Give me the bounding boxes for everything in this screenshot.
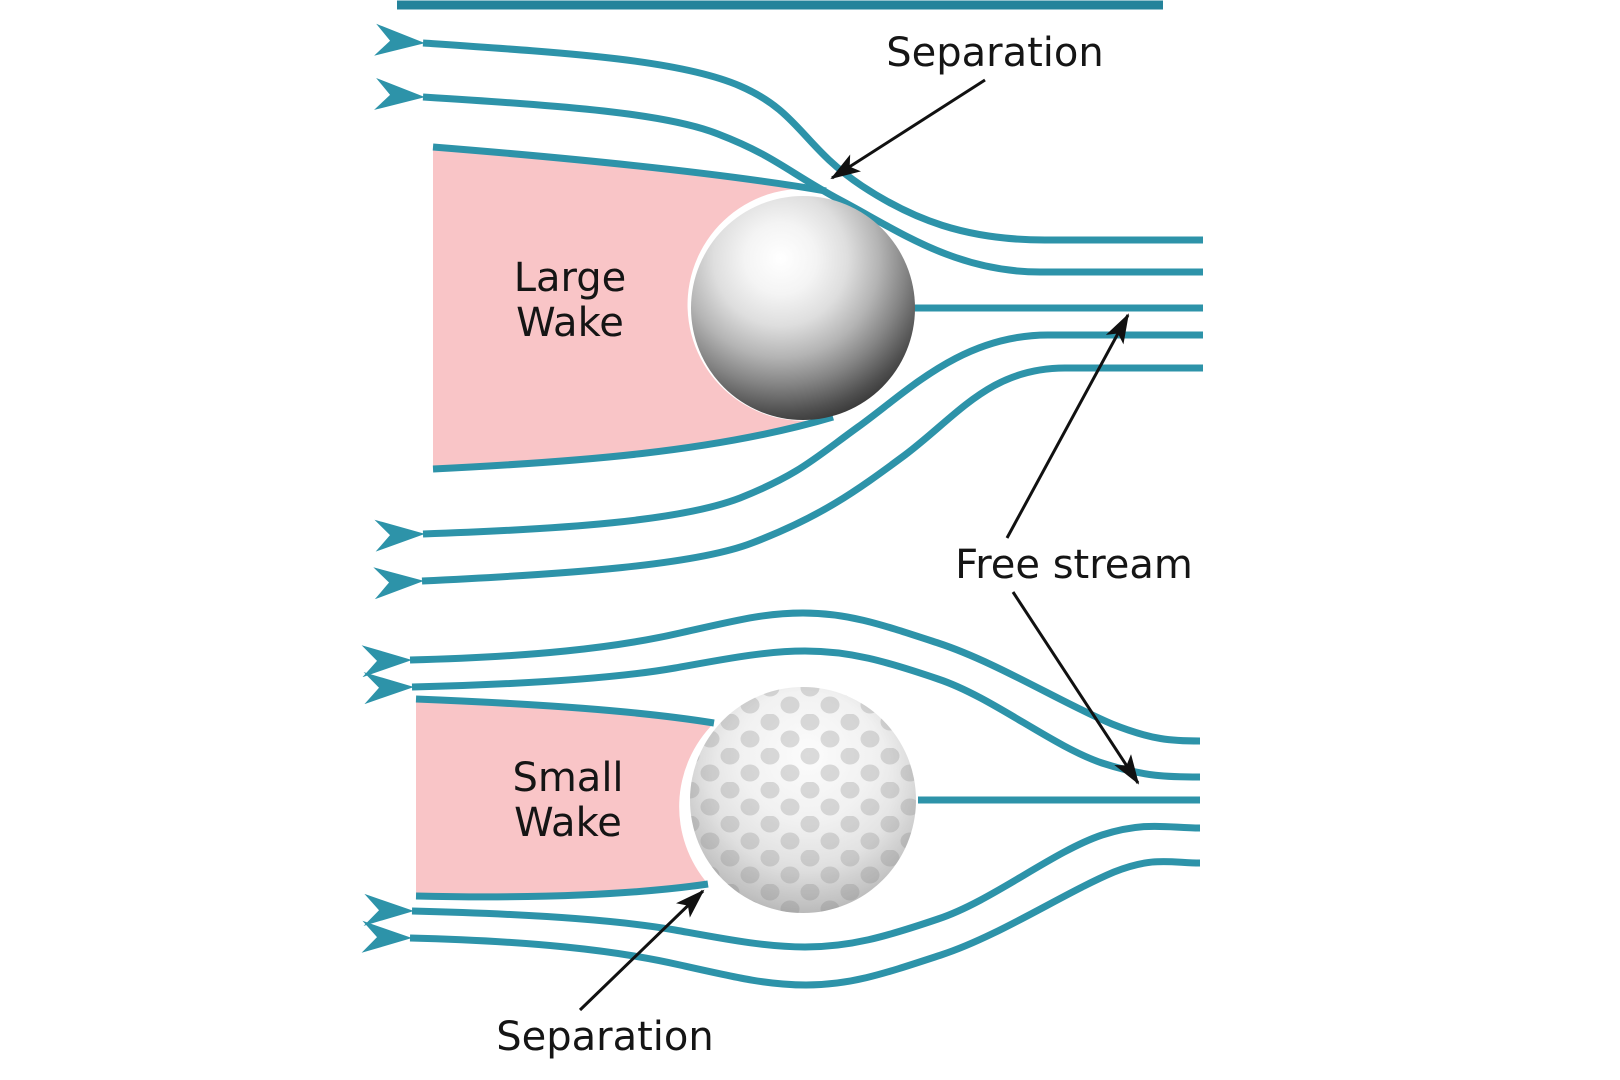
small-wake-label-line1: Small (512, 755, 623, 801)
separation-label-bottom: Separation (496, 1014, 713, 1060)
small-wake-region (416, 699, 714, 897)
free-stream-annotation (1005, 313, 1140, 785)
separation-label-top: Separation (886, 30, 1103, 76)
top-panel-smooth-sphere (373, 0, 1203, 600)
wake-boundary-top (415, 695, 715, 727)
free-stream-label: Free stream (955, 542, 1193, 588)
streamline (374, 77, 1203, 276)
wake-boundary-top (432, 143, 827, 195)
streamline (361, 858, 1201, 989)
large-wake-label-line2: Wake (516, 300, 624, 346)
streamline (363, 822, 1201, 951)
large-wake-label-line1: Large (514, 255, 627, 301)
small-wake-label-line2: Wake (514, 800, 622, 846)
free-stream-arrow-up (1005, 313, 1130, 539)
streamline (363, 647, 1201, 781)
free-stream-arrow-down (1011, 591, 1140, 785)
wake-boundary-bottom (432, 413, 834, 473)
separation-annotation-arrow-top (830, 78, 986, 180)
bottom-panel-golf-ball (361, 609, 1201, 1012)
streamline (374, 23, 1203, 244)
large-wake-region (433, 147, 833, 469)
streamline (374, 331, 1203, 552)
golf-ball (690, 687, 916, 913)
smooth-sphere (691, 196, 915, 420)
streamline (373, 364, 1203, 600)
separation-annotation-arrow-bottom (578, 889, 705, 1012)
wake-boundary-bottom (415, 880, 709, 901)
labels: Separation Large Wake Free stream Small … (496, 30, 1193, 1060)
streamline (361, 609, 1201, 745)
